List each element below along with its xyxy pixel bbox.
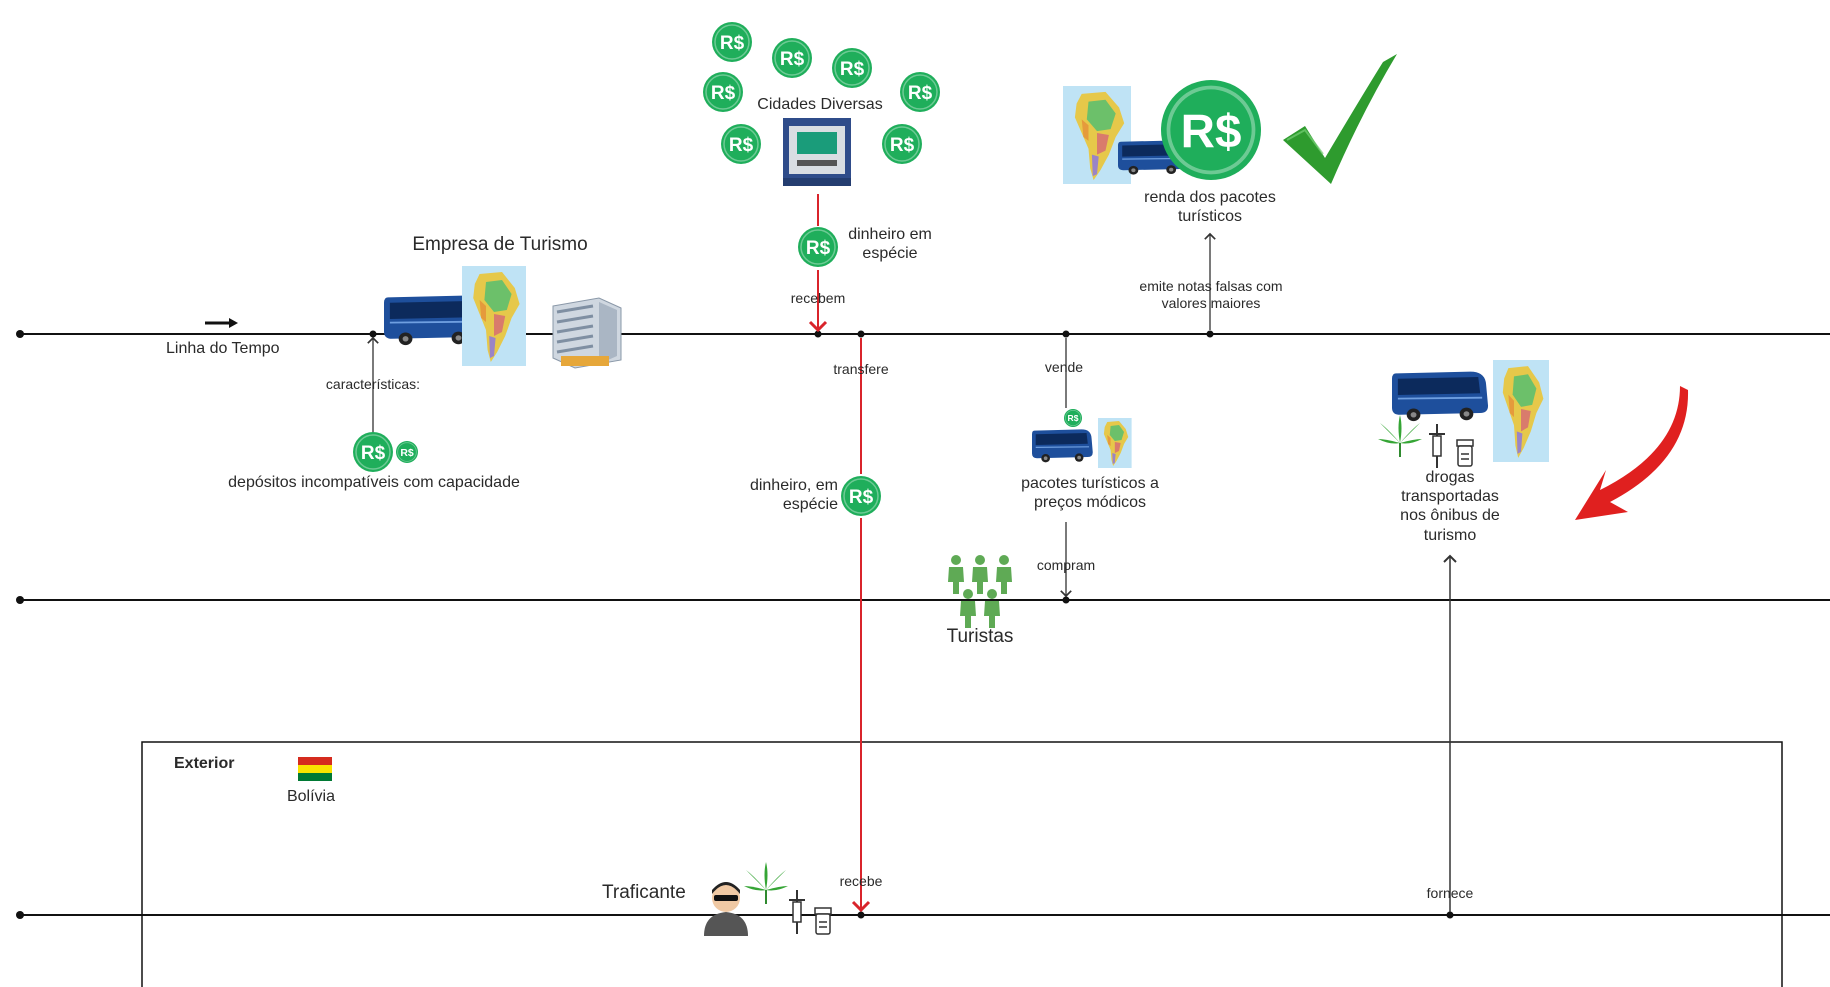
drugs-bottle-icon	[1456, 439, 1474, 467]
timeline-label: Linha do Tempo	[166, 340, 280, 357]
transfer-label: transfere	[833, 361, 889, 377]
drugs-label: drogas transportadas nos ônibus de turis…	[1400, 469, 1500, 544]
buy-label: compram	[1036, 557, 1096, 573]
timeline-main	[16, 330, 1830, 338]
city-money-icon	[702, 71, 744, 113]
tourists-icon	[948, 555, 1012, 628]
package-money-icon	[1063, 408, 1083, 428]
city-money-icon	[711, 21, 753, 63]
trafficker-icon	[704, 882, 748, 936]
city-money-icon	[899, 71, 941, 113]
event-dots	[369, 330, 1454, 919]
city-money-icon	[881, 123, 923, 165]
emit-label: emite notas falsas com valores maiores	[1139, 278, 1283, 311]
package-map-icon	[1098, 418, 1132, 468]
city-money-icon	[831, 47, 873, 89]
sell-label: vende	[1044, 359, 1084, 375]
cities-cash-label: dinheiro em espécie	[848, 226, 932, 263]
timeline-tourists	[16, 596, 1830, 604]
deposit-money-icon	[352, 431, 394, 473]
supply-label: fornece	[1426, 885, 1474, 901]
check-icon	[1283, 54, 1397, 184]
city-cash-money-icon	[797, 226, 839, 268]
package-bus-icon	[1031, 428, 1094, 464]
deposit-money-small-icon	[395, 440, 419, 464]
exterior-frame	[141, 741, 1783, 987]
drugs-syringe-icon	[1428, 423, 1446, 469]
atm-icon	[783, 118, 851, 186]
red-arrow-icon	[1575, 386, 1689, 520]
timeline-exterior	[16, 911, 1830, 919]
building-icon	[552, 297, 622, 369]
tourists-label: Turistas	[946, 626, 1014, 647]
cities-label: Cidades Diversas	[757, 96, 883, 113]
income-money-icon	[1159, 78, 1263, 182]
trafficker-bottle-icon	[814, 907, 832, 935]
packages-label: pacotes turísticos a preços módicos	[1021, 475, 1159, 512]
income-label: renda dos pacotes turísticos	[1144, 189, 1276, 226]
timeline-direction-arrow-icon	[205, 318, 238, 328]
receive-label: recebem	[790, 290, 846, 306]
drugs-map-icon	[1493, 360, 1549, 462]
bolivia-flag-icon	[298, 757, 332, 781]
company-map-icon	[462, 266, 526, 366]
trafficker-syringe-icon	[788, 889, 806, 935]
exterior-title: Exterior	[174, 755, 235, 772]
city-money-icon	[720, 123, 762, 165]
exterior-receive-label: recebe	[839, 873, 883, 889]
trafficker-leaf-icon	[743, 861, 789, 905]
bolivia-label: Bolívia	[286, 788, 336, 805]
transfer-cash-label: dinheiro, em espécie	[749, 477, 838, 514]
deposits-label: depósitos incompatíveis com capacidade	[228, 474, 520, 491]
city-money-icon	[771, 37, 813, 79]
characteristics-label: características:	[325, 376, 421, 392]
drugs-bus-icon	[1391, 370, 1490, 423]
transfer-money-icon	[840, 475, 882, 517]
trafficker-label: Traficante	[602, 882, 686, 903]
company-title: Empresa de Turismo	[412, 234, 588, 255]
drugs-leaf-icon	[1377, 414, 1423, 458]
